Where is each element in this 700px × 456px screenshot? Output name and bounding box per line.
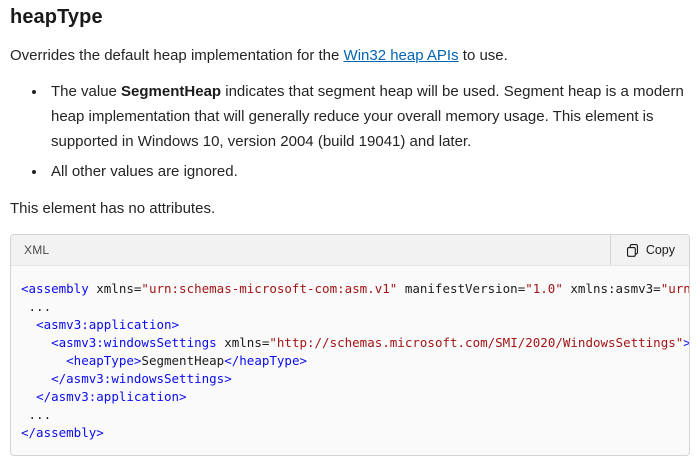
- list-item: The value SegmentHeap indicates that seg…: [47, 79, 690, 154]
- value-bullet-list: The value SegmentHeap indicates that seg…: [10, 79, 690, 184]
- text-span: Overrides the default heap implementatio…: [10, 47, 344, 64]
- code-language-label: XML: [24, 243, 50, 257]
- code-token-plain: SegmentHeap: [141, 353, 225, 368]
- code-line: ...: [21, 406, 677, 424]
- code-block-header: XML Copy: [11, 235, 689, 266]
- code-token-plain: xmlns=: [216, 335, 270, 350]
- code-token-plain: [21, 389, 36, 404]
- code-token-tag: <heapType>: [66, 353, 142, 368]
- code-token-tag: </heapType>: [224, 353, 308, 368]
- code-line: </assembly>: [21, 424, 677, 442]
- attributes-note: This element has no attributes.: [10, 200, 216, 217]
- code-line: <asmv3:windowsSettings xmlns="http://sch…: [21, 334, 689, 352]
- code-scroll-area[interactable]: <assembly xmlns="urn:schemas-microsoft-c…: [11, 266, 689, 455]
- code-token-tag: >: [683, 335, 689, 350]
- code-token-plain: [21, 371, 51, 386]
- code-line: </asmv3:application>: [21, 388, 677, 406]
- code-token-tag: </asmv3:application>: [36, 389, 187, 404]
- copy-button[interactable]: Copy: [609, 235, 689, 265]
- list-item: All other values are ignored.: [47, 159, 690, 184]
- code-token-tag: <asmv3:windowsSettings: [51, 335, 217, 350]
- text-span: indicates that segment heap will be used…: [51, 83, 684, 150]
- copy-button-label: Copy: [645, 243, 675, 257]
- text-span: to use.: [458, 47, 508, 64]
- code-line: <heapType>SegmentHeap</heapType>: [21, 352, 677, 370]
- copy-pages-icon: [625, 243, 640, 258]
- intro-paragraph: Overrides the default heap implementatio…: [10, 45, 690, 66]
- code-token-tag: </asmv3:windowsSettings>: [51, 371, 232, 386]
- code-token-plain: manifestVersion=: [397, 281, 526, 296]
- text-span: The value: [51, 83, 122, 100]
- code-line: <assembly xmlns="urn:schemas-microsoft-c…: [21, 280, 689, 298]
- code-block: XML Copy <assembly xmlns="urn:schemas-mi…: [10, 234, 690, 456]
- code-token-string: "urn:schemas-microsoft-com:asm.v3": [660, 281, 689, 296]
- code-line: <asmv3:application>: [21, 316, 677, 334]
- code-token-plain: [21, 317, 36, 332]
- code-token-tag: <assembly: [21, 281, 89, 296]
- code-token-string: "http://schemas.microsoft.com/SMI/2020/W…: [269, 335, 684, 350]
- doc-link[interactable]: Win32 heap APIs: [343, 47, 459, 64]
- code-token-plain: ...: [21, 407, 52, 422]
- code-token-tag: <asmv3:application>: [36, 317, 180, 332]
- code-token-plain: ...: [21, 299, 52, 314]
- code-token-plain: [21, 353, 66, 368]
- code-token-plain: xmlns=: [88, 281, 142, 296]
- code-token-plain: xmlns:asmv3=: [562, 281, 661, 296]
- code-token-string: "urn:schemas-microsoft-com:asm.v1": [141, 281, 398, 296]
- code-token-string: "1.0": [525, 281, 563, 296]
- code-line: ...: [21, 298, 677, 316]
- code-token-plain: [21, 335, 51, 350]
- text-span: All other values are ignored.: [51, 163, 238, 180]
- code-line: </asmv3:windowsSettings>: [21, 370, 677, 388]
- page-title: heapType: [10, 6, 103, 28]
- bold-text: SegmentHeap: [121, 83, 222, 100]
- code-token-tag: </assembly>: [21, 425, 104, 440]
